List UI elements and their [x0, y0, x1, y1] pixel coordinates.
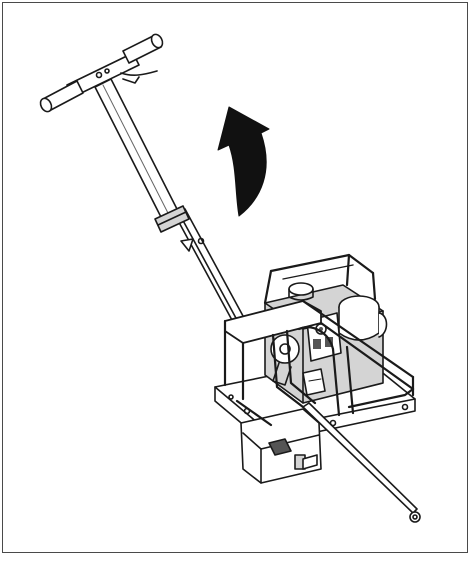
handle-bolt — [197, 237, 205, 245]
machine — [214, 253, 421, 523]
recoil-starter — [270, 334, 300, 364]
exciter-window — [268, 438, 292, 456]
handle-upper-tube — [94, 78, 180, 222]
throttle-lever — [120, 70, 158, 76]
warning-label — [180, 238, 194, 252]
tie-rod-eyelet — [409, 511, 421, 523]
figure-frame — [2, 2, 468, 553]
rotate-up-arrow-icon — [217, 106, 270, 217]
tie-rod — [302, 402, 418, 514]
illustration — [39, 33, 421, 523]
handle-assembly — [39, 33, 250, 334]
protection-frame — [223, 253, 415, 427]
fuel-cap — [288, 282, 314, 296]
